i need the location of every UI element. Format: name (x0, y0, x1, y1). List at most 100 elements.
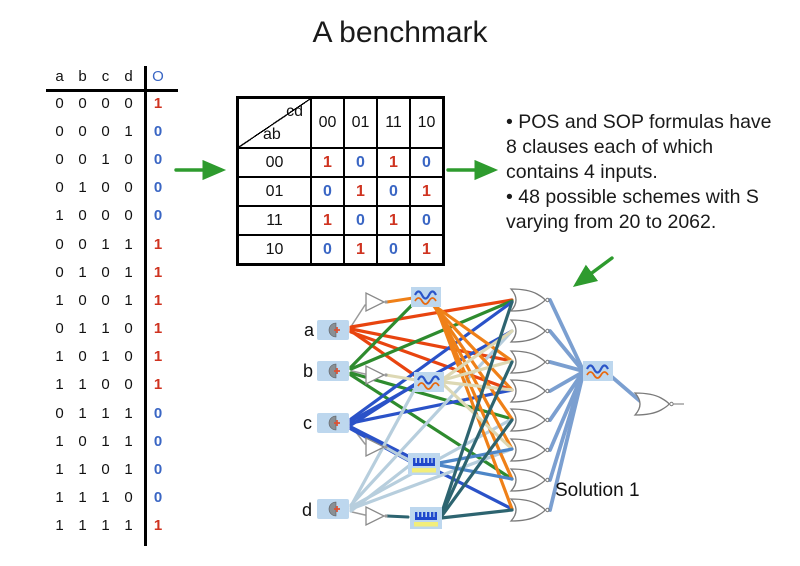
input-bit: 1 (124, 235, 133, 253)
or-gate-icon (510, 319, 550, 343)
kmap-value-cell: 0 (377, 235, 410, 264)
or-gate-icon (510, 350, 550, 374)
input-bit: 0 (124, 207, 133, 225)
input-bit: 1 (55, 432, 64, 450)
kmap-value-cell: 1 (410, 177, 443, 206)
input-bit: 1 (55, 348, 64, 366)
input-bit: 1 (124, 517, 133, 535)
input-bit: 1 (101, 404, 110, 422)
input-bit: 1 (78, 376, 87, 394)
input-bit: 1 (101, 489, 110, 507)
input-neuron-icon (316, 498, 350, 520)
column-header: c (101, 67, 110, 85)
input-bit: 1 (101, 235, 110, 253)
column-header: a (55, 67, 64, 85)
input-bit: 0 (101, 94, 110, 112)
input-neuron-icon (316, 412, 350, 434)
network-connections (349, 296, 514, 520)
input-bit: 1 (78, 179, 87, 197)
truth-table-output-rule (144, 66, 147, 546)
output-bit: 1 (153, 291, 163, 309)
input-bit: 1 (78, 263, 87, 281)
note-bullet-1: • POS and SOP formulas have 8 clauses ea… (506, 111, 772, 183)
input-bit: 1 (124, 291, 133, 309)
input-bit: 1 (101, 517, 110, 535)
kmap-value-cell: 0 (311, 235, 344, 264)
output-bit: 1 (153, 263, 163, 281)
input-bit: 0 (101, 263, 110, 281)
kmap-value-cell: 0 (344, 148, 377, 177)
input-bit: 1 (124, 404, 133, 422)
kmap-row-header: 10 (238, 235, 311, 264)
column-header: O (152, 67, 164, 85)
input-bit: 1 (101, 150, 110, 168)
input-label-d: d (302, 500, 313, 520)
input-bit: 1 (124, 263, 133, 281)
or-gate-icon (510, 498, 550, 522)
input-bit: 1 (101, 348, 110, 366)
input-bit: 0 (55, 94, 64, 112)
kmap-value-cell: 1 (311, 206, 344, 235)
input-neuron-icon (316, 360, 350, 382)
truth-table-header-rule (46, 89, 178, 92)
output-bit: 1 (153, 94, 163, 112)
kmap-corner-top-label: cd (286, 103, 303, 120)
input-bit: 0 (124, 376, 133, 394)
kmap-value-cell: 0 (377, 177, 410, 206)
buffer-icon (365, 506, 389, 526)
input-bit: 1 (55, 489, 64, 507)
or-gate-icon (510, 438, 550, 462)
or-gate-icon (510, 379, 550, 403)
input-bit: 0 (78, 291, 87, 309)
input-bit: 0 (101, 291, 110, 309)
note-bullet-2: • 48 possible schemes with S varying fro… (506, 186, 759, 233)
kmap-corner-bottom-label: ab (263, 126, 281, 143)
buffer-icon (365, 292, 389, 312)
input-bit: 0 (78, 207, 87, 225)
input-bit: 0 (55, 263, 64, 281)
kmap-col-header: 11 (377, 98, 410, 148)
kmap-value-cell: 1 (377, 148, 410, 177)
kmap-row-header: 01 (238, 177, 311, 206)
notes: • POS and SOP formulas have 8 clauses ea… (506, 110, 782, 235)
input-bit: 0 (78, 432, 87, 450)
kmap-value-cell: 1 (377, 206, 410, 235)
or-gate-output-lines (548, 298, 642, 512)
input-bit: 0 (55, 320, 64, 338)
input-neuron-icon (316, 319, 350, 341)
input-bit: 0 (101, 461, 110, 479)
comb-node-icon (410, 507, 442, 529)
input-bit: 0 (78, 235, 87, 253)
input-bit: 0 (78, 150, 87, 168)
input-bit: 0 (101, 376, 110, 394)
output-bit: 0 (153, 122, 163, 140)
input-bit: 0 (101, 179, 110, 197)
output-bit: 1 (153, 320, 163, 338)
input-bit: 0 (124, 320, 133, 338)
arrow-to-solution (572, 256, 614, 288)
kmap-row-header: 11 (238, 206, 311, 235)
input-bit: 0 (55, 179, 64, 197)
kmap-value-cell: 1 (311, 148, 344, 177)
input-bit: 1 (101, 432, 110, 450)
input-bit: 1 (55, 517, 64, 535)
page-title: A benchmark (312, 16, 488, 49)
solution-label: Solution 1 (555, 480, 640, 501)
output-bit: 0 (153, 207, 163, 225)
kmap-value-cell: 0 (311, 177, 344, 206)
kmap-value-cell: 1 (344, 235, 377, 264)
output-bit: 0 (153, 461, 163, 479)
kmap-value-cell: 0 (410, 148, 443, 177)
